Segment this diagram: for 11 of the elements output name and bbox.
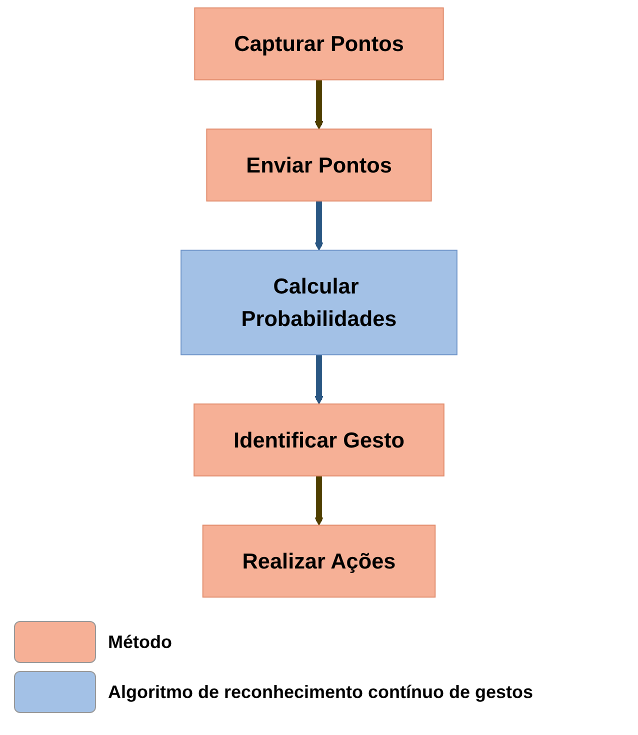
node-box: Realizar Ações [202,524,436,598]
arrow [314,354,324,404]
node-box: Calcular Probabilidades [180,250,458,356]
arrow [314,476,324,526]
legend-text: Algoritmo de reconhecimento contínuo de gestos [108,682,534,702]
node-box: Identificar Gesto [194,404,444,476]
node-box: Capturar Pontos [194,7,444,80]
arrow [314,201,324,251]
arrow [314,80,324,130]
node-box: Enviar Pontos [206,128,432,202]
legend-text: Método [108,632,172,652]
